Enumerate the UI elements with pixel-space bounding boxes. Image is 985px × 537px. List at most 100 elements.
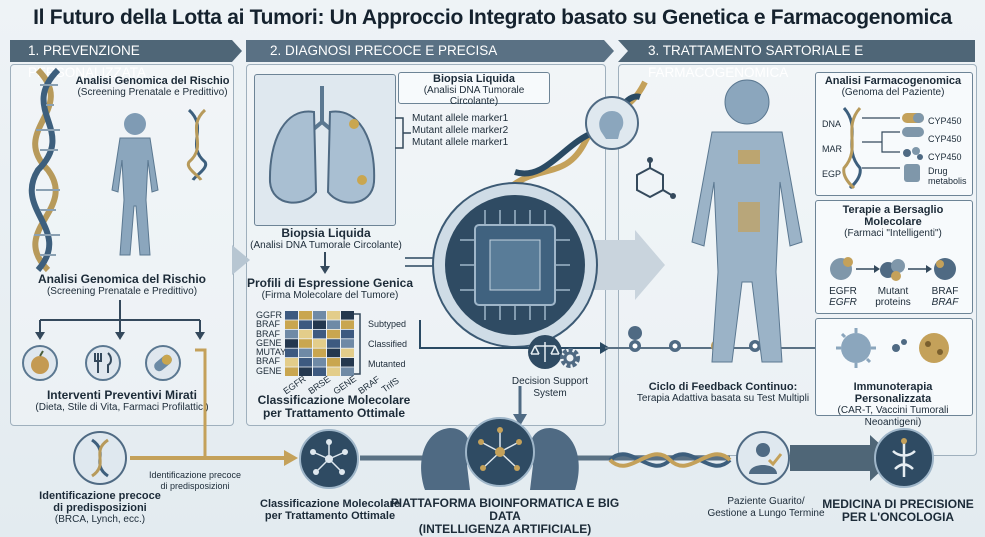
patient-check-icon (736, 431, 790, 485)
prevention-branches (35, 300, 205, 340)
interventions: Interventi Preventivi Mirati (Dieta, Sti… (12, 388, 232, 413)
patient-line-2: Gestione a Lungo Termine (707, 508, 825, 519)
early-id-arrow-line-1: Identificazione precoce (148, 470, 242, 480)
feedback-label: Ciclo di Feedback Continuo: Terapia Adat… (618, 381, 828, 405)
medicina-line-1: MEDICINA DI PRECISIONE (822, 497, 974, 511)
heatmap-cell (285, 329, 298, 339)
biopsy-box-title: Biopsia Liquida (433, 73, 515, 85)
heatmap-row-label: GGFR (256, 310, 282, 320)
heatmap-cell (327, 358, 340, 367)
heatmap-cell (327, 348, 340, 358)
heatmap-cell (341, 339, 354, 348)
human-body-icon (111, 113, 159, 256)
heatmap-cell (313, 358, 326, 367)
dna-bottom-icon (608, 452, 732, 468)
section-2-label: 2. DIAGNOSI PRECOCE E PRECISA (270, 43, 498, 58)
target-box (815, 200, 973, 314)
early-id-line-1: Identificazione precoce (39, 490, 161, 502)
heatmap-cell (341, 320, 354, 329)
dna-label: DNA (822, 119, 842, 129)
section-1-label: 1. PREVENZIONE PERSONALIZZATA (28, 43, 147, 80)
ai-heads-icon (421, 417, 579, 490)
immuno-box (815, 318, 973, 416)
arrow-prev-to-diag (232, 245, 250, 275)
heatmap-row-labels: GGFR BRAF BRAF GENE MUTAY BRAF GENE (256, 310, 287, 376)
heatmap-cell (299, 339, 312, 348)
profile-label: Profili di Espressione Genica (Firma Mol… (246, 276, 414, 301)
lungs-icon (268, 86, 376, 204)
biopsy-box: Biopsia Liquida (Analisi DNA Tumorale Ci… (398, 72, 550, 107)
target-label-line: BRAF (931, 297, 959, 308)
heatmap-cell (285, 367, 298, 376)
classification-line-2: per Trattamento Ottimale (262, 406, 406, 420)
risk-analysis-top: Analisi Genomica del Rischio (Screening … (70, 75, 235, 98)
heatmap-cell (327, 339, 340, 348)
mutant-list: Mutant allele marker1 Mutant allele mark… (412, 113, 508, 149)
target-label: BRAF BRAF (920, 286, 970, 308)
heatmap-cell (327, 329, 340, 339)
early-id-label: Identificazione precoce di predisposizio… (30, 490, 170, 526)
heatmap-row-label: BRAF (256, 319, 281, 330)
heatmap-cell (285, 339, 298, 348)
bottom-class-line-2: per Trattamento Ottimale (264, 510, 396, 522)
heatmap-row-label: GENE (256, 337, 282, 348)
brain-head-icon (585, 96, 639, 150)
dss-line-1: Decision Support (511, 376, 589, 387)
dna-circle-icon (73, 431, 127, 485)
patient-label: Paziente Guarito/ Gestione a Lungo Termi… (706, 496, 826, 520)
medicina-line-2: PER L'ONCOLOGIA (841, 510, 955, 524)
platform-label: PIATTAFORMA BIOINFORMATICA E BIG DATA (I… (390, 497, 620, 536)
risk-analysis-mid-title: Analisi Genomica del Rischio (37, 272, 207, 286)
heatmap-cell (313, 320, 326, 329)
medicina-label: MEDICINA DI PRECISIONE PER L'ONCOLOGIA (818, 498, 978, 524)
heatmap-col-labels: EGFR BRSE GENE BRAF TrifS (281, 374, 401, 397)
bottom-class-line-1: Classificazione Molecolare (260, 498, 400, 510)
scales-icon (528, 335, 562, 369)
capsule-icon (902, 127, 924, 137)
heatmap-cell (299, 311, 312, 320)
heatmap-cell (299, 348, 312, 358)
molecule-cluster-icon (903, 147, 923, 160)
drug-label: Drug metabolis (928, 166, 967, 186)
dna-labels: DNA MAR EGP (822, 112, 842, 187)
pharmaco-dna-icon (842, 106, 862, 190)
treatment-body-icon (691, 79, 803, 363)
dna-label: EGP (822, 169, 842, 179)
dss-label: Decision Support System (505, 376, 595, 400)
ai-chip-icon (432, 182, 598, 348)
heatmap-cell (299, 367, 312, 376)
mutant-item: Mutant allele marker1 (412, 113, 509, 124)
target-label-line: proteins (875, 297, 911, 308)
receptor-icon (830, 257, 853, 280)
heatmap-row-label: BRAF (256, 328, 281, 339)
drug-label-line-2: metabolis (928, 176, 967, 186)
heatmap-cell (327, 320, 340, 329)
heatmap-row-label: MUTAY (256, 347, 287, 358)
heatmap-row-label: BRAF (256, 356, 281, 367)
heatmap-cell (341, 367, 354, 376)
pharmaco-header: Analisi Farmacogenomica (Genoma del Pazi… (815, 75, 971, 98)
cyp-label: CYP450 (928, 152, 962, 162)
cylinder-icon (904, 164, 920, 182)
biopsy-box-subtitle: (Analisi DNA Tumorale Circolante) (423, 85, 525, 107)
risk-analysis-top-title: Analisi Genomica del Rischio (75, 75, 230, 87)
pill-icon (145, 345, 181, 381)
heatmap-cell (285, 320, 298, 329)
virus-cell-icon (836, 328, 949, 368)
immuno-label: Immunoterapia Personalizzata (CAR-T, Vac… (815, 381, 971, 429)
heatmap-cell (285, 358, 298, 367)
section-3-label: 3. TRATTAMENTO SARTORIALE E FARMACOGENOM… (648, 43, 864, 80)
legend-bracket (354, 313, 361, 375)
band-1-shape (10, 40, 242, 62)
band-2-shape (246, 40, 614, 62)
mutant-item: Mutant allele marker2 (412, 125, 509, 136)
immuno-title: Immunoterapia Personalizzata (853, 381, 933, 405)
early-id-line-2: di predisposizioni (53, 502, 147, 514)
early-id-arrow-line-2: di predisposizioni (160, 481, 230, 491)
braf-icon (934, 258, 956, 280)
dss-line-2: System (533, 388, 567, 399)
heatmap-cell (341, 311, 354, 320)
classification-line-1: Classificazione Molecolare (257, 393, 411, 407)
biopsy-title: Biopsia Liquida (281, 226, 371, 240)
heatmap-cell (313, 329, 326, 339)
